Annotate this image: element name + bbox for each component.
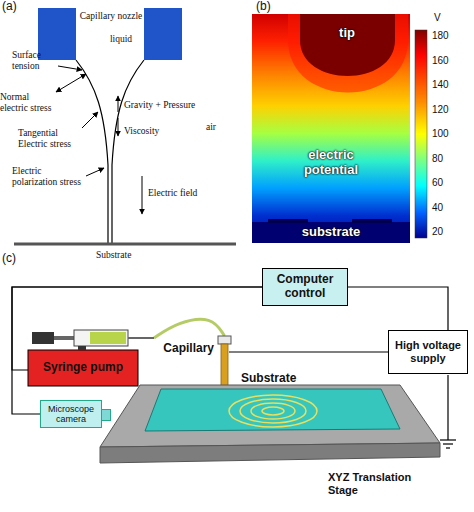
ground-symbol	[443, 443, 453, 444]
colorbar-tick: 140	[432, 79, 449, 91]
node-label: Computer control	[266, 273, 344, 301]
force-label: air	[206, 122, 216, 133]
force-label: Viscosity	[124, 126, 159, 137]
electrode	[268, 219, 308, 223]
signal-wire	[348, 287, 448, 330]
printed-pattern	[240, 399, 306, 423]
syringe-barrel	[74, 330, 128, 346]
ground-wire	[447, 375, 448, 440]
force-arrow	[86, 168, 104, 176]
colorbar-tick: 100	[432, 128, 449, 140]
printed-pattern	[229, 395, 317, 427]
force-label: Electric polarization stress	[12, 166, 86, 188]
map-label: substrate	[281, 225, 381, 240]
force-label: Electric field	[148, 188, 197, 199]
syringe-liquid	[90, 332, 126, 344]
meniscus	[76, 60, 108, 243]
substrate-line	[14, 243, 236, 246]
nozzle-wall	[38, 8, 76, 60]
nozzle-wall	[144, 8, 182, 60]
colorbar-tick: 40	[432, 202, 443, 214]
force-arrow	[118, 96, 119, 112]
force-label: Substrate	[96, 250, 131, 261]
pump-base	[28, 350, 138, 386]
potential-field	[252, 14, 410, 243]
panel-letter: (b)	[256, 0, 271, 14]
feed-tube	[154, 319, 225, 338]
ground-symbol	[446, 447, 450, 448]
force-label: Gravity + Pressure	[124, 100, 195, 111]
field-arrow	[142, 176, 143, 214]
panel-letter: (a)	[2, 0, 17, 14]
force-label: Normal electric stress	[0, 92, 56, 114]
force-arrow	[56, 74, 86, 92]
colorbar-tick: 60	[432, 177, 443, 189]
force-arrow	[58, 66, 82, 70]
node-label: High voltage supply	[391, 339, 465, 364]
force-label: Surface tension	[12, 50, 58, 72]
colorbar-tick: 20	[432, 226, 443, 238]
plunger-rod	[54, 336, 74, 340]
node-label: XYZ Translation Stage	[328, 471, 440, 496]
printed-pattern	[262, 407, 284, 415]
tip-shape	[300, 14, 395, 76]
colorbar-tick: 120	[432, 104, 449, 116]
stage-top	[100, 385, 440, 447]
force-label: Capillary nozzle	[78, 11, 144, 22]
colorbar-tick: 160	[432, 55, 449, 67]
map-label: electric potential	[281, 148, 381, 178]
force-label: liquid	[96, 34, 146, 45]
ground-symbol	[440, 439, 456, 440]
stage-side	[100, 443, 440, 463]
printed-pattern	[251, 403, 295, 419]
colorbar-tick: 180	[432, 30, 449, 42]
electrode	[352, 219, 392, 223]
pump-drive	[32, 332, 54, 344]
potential-halo	[288, 14, 408, 93]
substrate-band	[252, 222, 410, 243]
syringe-pump: Syringe pump	[28, 320, 154, 388]
map-label: tip	[297, 26, 397, 41]
node-label: Capillary	[163, 342, 214, 356]
substrate-plate: Substrate	[145, 389, 400, 431]
system-decor	[440, 375, 456, 448]
force-arrow	[118, 118, 119, 136]
microscope-camera: Microscope camera	[40, 400, 102, 428]
plate	[145, 389, 400, 431]
meniscus	[112, 60, 144, 243]
translation-stage: XYZ Translation StageSubstrate	[100, 385, 440, 465]
node-shape	[145, 389, 400, 431]
colorbar	[415, 30, 427, 238]
syringe-needle	[128, 337, 154, 339]
node-label: Syringe pump	[28, 351, 138, 385]
capillary-holder	[218, 336, 231, 344]
camera-lens	[101, 409, 111, 421]
panel-letter: (c)	[2, 252, 16, 266]
nozzle-scheme	[14, 8, 236, 244]
signal-wire	[229, 351, 388, 352]
potential-map	[252, 14, 427, 243]
colorbar-tick: 80	[432, 153, 443, 165]
force-arrow	[82, 112, 98, 128]
node-label: Microscope camera	[43, 404, 99, 425]
syringe-clamp	[78, 346, 86, 350]
force-label: Tangential Electric stress	[18, 128, 80, 150]
power-supply-box: High voltage supply	[388, 330, 468, 374]
node-shape	[28, 320, 154, 388]
colorbar-tick: V	[434, 12, 441, 24]
control-box: Computer control	[262, 268, 348, 306]
node-label: Substrate	[241, 372, 296, 386]
